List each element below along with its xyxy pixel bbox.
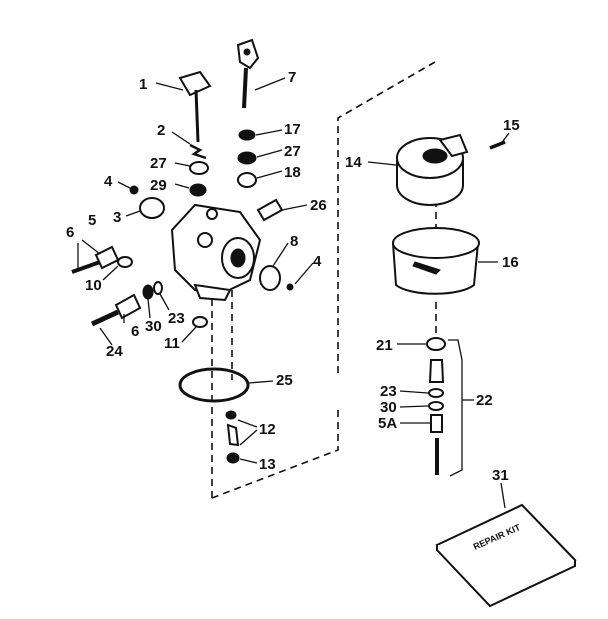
- callout-14: 14: [345, 154, 362, 171]
- callout-24: 24: [106, 343, 123, 360]
- screw-part: [226, 452, 240, 464]
- callout-7: 7: [288, 69, 296, 86]
- assembly-guide-lines: [211, 61, 437, 499]
- screw-part: [129, 185, 139, 195]
- spring-part: [94, 245, 120, 270]
- throttle-plate-part: [139, 197, 165, 219]
- group-bracket: [448, 339, 463, 477]
- callout-31: 31: [492, 467, 509, 484]
- callout-15: 15: [503, 117, 520, 134]
- float-pin-part: [489, 140, 506, 150]
- callout-30: 30: [145, 318, 162, 335]
- leader-lines: [77, 77, 510, 509]
- seal-part: [237, 151, 257, 165]
- seal-part: [237, 172, 257, 188]
- callout-5a: 5A: [378, 415, 397, 432]
- seal-part: [153, 281, 163, 295]
- callout-16: 16: [502, 254, 519, 271]
- seal-part: [238, 129, 256, 141]
- callout-30: 30: [380, 399, 397, 416]
- callout-12: 12: [259, 421, 276, 438]
- callout-3: 3: [113, 209, 121, 226]
- callout-26: 26: [310, 197, 327, 214]
- o-ring-part: [178, 367, 250, 403]
- throttle-shaft-part: [178, 70, 212, 143]
- screw-part: [90, 309, 120, 327]
- seal-part: [428, 388, 444, 398]
- seal-part: [192, 316, 208, 328]
- screw-part: [286, 283, 294, 291]
- callout-25: 25: [276, 372, 293, 389]
- seal-part: [225, 410, 237, 420]
- callout-6: 6: [66, 224, 74, 241]
- float-part: [396, 133, 469, 206]
- screw-part: [71, 260, 101, 274]
- callout-5: 5: [88, 212, 96, 229]
- callout-2: 2: [157, 122, 165, 139]
- callout-11: 11: [164, 335, 180, 352]
- seal-part: [189, 183, 207, 197]
- callout-17: 17: [284, 121, 301, 138]
- needle-part: [226, 423, 240, 447]
- callout-1: 1: [139, 76, 147, 93]
- seal-part: [428, 401, 444, 411]
- spring-part: [430, 414, 443, 433]
- main-jet-part: [428, 359, 445, 383]
- fitting-part: [256, 198, 284, 222]
- callout-labels: 1 7 2 17 27 27 29 18 4 3 26 5 6 8 4 10 6…: [66, 69, 520, 484]
- repair-kit-card: REPAIR KIT: [435, 503, 577, 608]
- callout-13: 13: [259, 456, 276, 473]
- callout-27: 27: [150, 155, 167, 172]
- callout-10: 10: [85, 277, 102, 294]
- bracket-part: [259, 265, 281, 291]
- callout-4: 4: [104, 173, 113, 190]
- float-bowl-part: [392, 227, 480, 295]
- callout-18: 18: [284, 164, 301, 181]
- callout-27: 27: [284, 143, 301, 160]
- seal-part: [142, 284, 154, 300]
- callout-21: 21: [376, 337, 393, 354]
- callout-4: 4: [313, 253, 322, 270]
- callout-22: 22: [476, 392, 493, 409]
- seal-part: [426, 337, 446, 351]
- callout-8: 8: [290, 233, 298, 250]
- choke-shaft-part: [236, 38, 260, 109]
- callout-23: 23: [168, 310, 185, 327]
- carburetor-body: [170, 203, 262, 302]
- spring-part: [189, 143, 207, 160]
- callout-6: 6: [131, 323, 139, 340]
- callout-23: 23: [380, 383, 397, 400]
- gasket-part: [117, 256, 133, 268]
- callout-29: 29: [150, 177, 167, 194]
- seal-part: [189, 161, 209, 175]
- spring-part: [114, 293, 142, 320]
